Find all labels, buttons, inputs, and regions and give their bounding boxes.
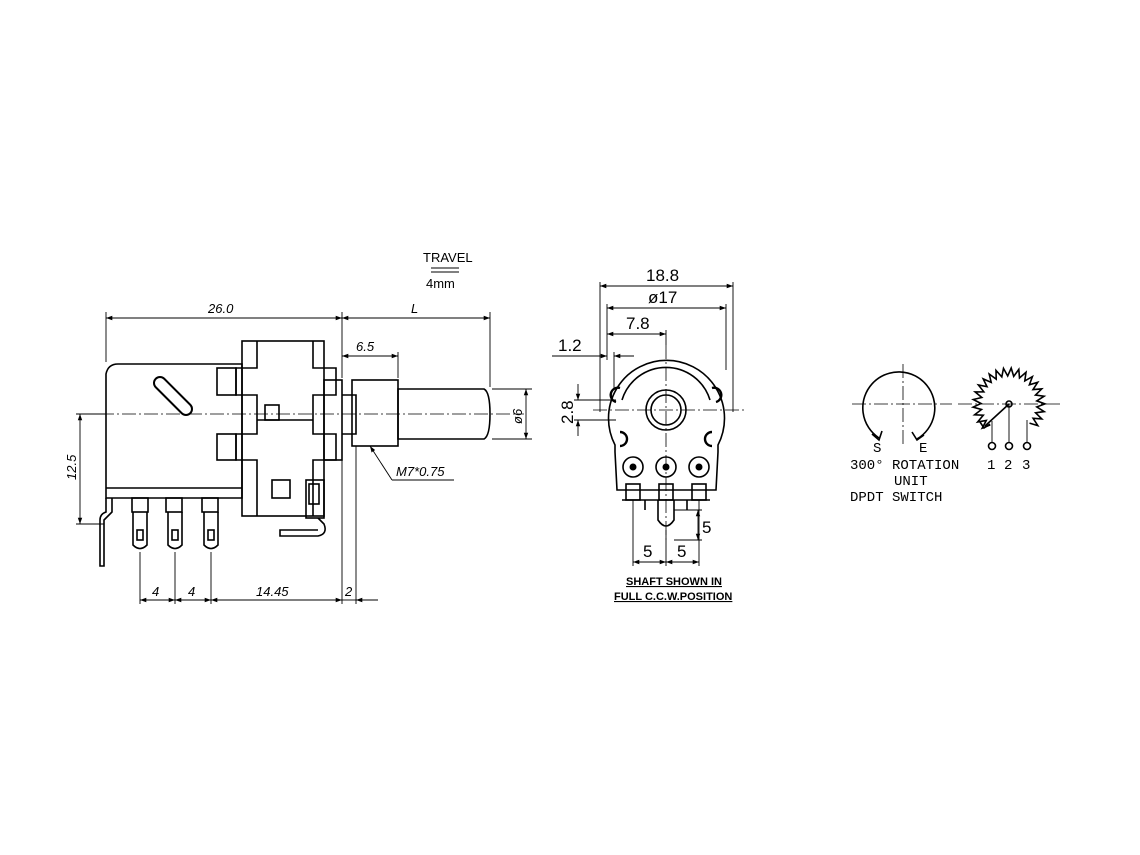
dim-pin-to-face: 14.45 (256, 584, 289, 599)
travel-label: TRAVEL (423, 250, 473, 265)
note-switch: DPDT SWITCH (850, 490, 942, 506)
pin1-label: 1 (987, 458, 995, 474)
dim-thread-length: 6.5 (356, 339, 375, 354)
front-view: 18.8 ø17 7.8 1.2 2.8 5 5 5 S (552, 266, 745, 603)
dim-key-height: 2.8 (558, 400, 577, 424)
caption-line2: FULL C.C.W.POSITION (614, 591, 732, 603)
dim-body-diameter: ø17 (648, 288, 677, 307)
dim-width: 18.8 (646, 266, 679, 285)
dim-height: 12.5 (64, 454, 79, 480)
dim-offset: 7.8 (626, 314, 650, 333)
dim-pitch-a-front: 5 (643, 542, 652, 561)
dim-pin-depth: 5 (702, 518, 711, 537)
dim-flange: 2 (344, 584, 353, 599)
dim-pitch-b-front: 5 (677, 542, 686, 561)
pin2-label: 2 (1004, 458, 1012, 474)
dim-thread-spec: M7*0.75 (396, 464, 445, 479)
dim-key-offset: 1.2 (558, 336, 582, 355)
dim-shaft-length: L (411, 301, 418, 316)
dim-overall-length: 26.0 (207, 301, 234, 316)
pin3-label: 3 (1022, 458, 1030, 474)
dim-pitch-a: 4 (152, 584, 159, 599)
note-rotation: 300° ROTATION (850, 458, 959, 474)
schematic: S E 1 2 3 300° ROTATION UNIT DPDT SWITCH (850, 364, 1060, 506)
travel-value: 4mm (426, 276, 455, 291)
caption-line1: SHAFT SHOWN IN (626, 576, 722, 588)
dim-pitch-b: 4 (188, 584, 195, 599)
note-unit: UNIT (894, 474, 928, 490)
side-view: 26.0 L 6.5 ø6 M7*0.75 12.5 4 4 (64, 301, 532, 604)
switch-e-label: E (919, 441, 927, 457)
switch-s-label: S (873, 441, 881, 457)
dim-shaft-diameter: ø6 (510, 408, 525, 424)
travel-note: TRAVEL 4mm (423, 250, 473, 291)
